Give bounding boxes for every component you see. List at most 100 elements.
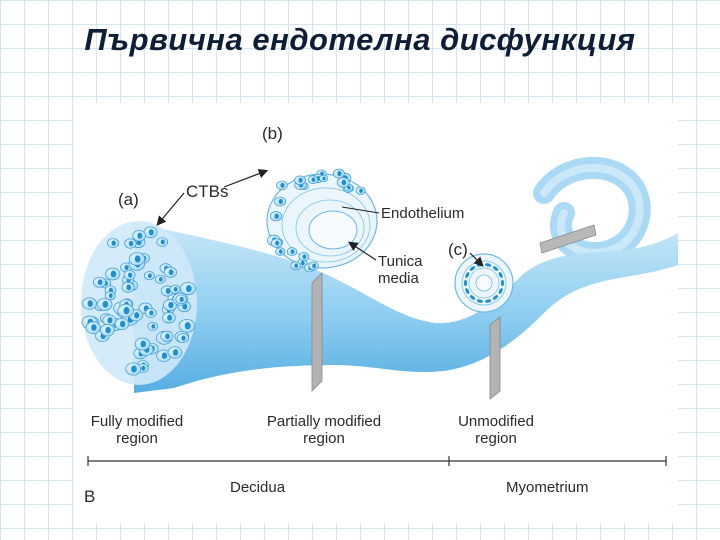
smooth-muscle-cell <box>469 295 476 300</box>
cell-nucleus <box>290 249 295 254</box>
cell-nucleus <box>278 198 283 205</box>
cell-nucleus <box>294 263 299 268</box>
panel-label-b: (b) <box>262 124 283 143</box>
region-fully-line1: Fully modified <box>90 413 184 430</box>
cell-nucleus <box>124 264 129 271</box>
cell-nucleus <box>185 285 192 293</box>
cell-nucleus <box>128 240 134 247</box>
endothelium-label: Endothelium <box>381 205 465 222</box>
region-unmodified-line1: Unmodified <box>458 413 534 430</box>
cell-nucleus <box>278 249 283 254</box>
cell-nucleus <box>97 279 103 286</box>
cell-nucleus <box>165 333 170 340</box>
cell-nucleus <box>312 263 316 269</box>
cell-nucleus <box>184 322 191 330</box>
cell-nucleus <box>311 177 316 182</box>
tunica-arrow <box>347 241 377 261</box>
cell-nucleus <box>337 170 342 177</box>
smooth-muscle-cell <box>484 263 492 267</box>
cell-nucleus <box>140 340 147 348</box>
axis-decidua: Decidua <box>230 479 286 496</box>
spiral-artery-body <box>134 223 678 393</box>
smooth-muscle-cell <box>498 288 503 294</box>
cell-nucleus <box>110 270 117 278</box>
region-label-unmodified: Unmodified region <box>446 413 546 447</box>
axis-panel-letter: B <box>84 487 96 506</box>
section-plane-unmodified <box>489 316 501 400</box>
cell-nucleus <box>161 352 168 359</box>
cell-nucleus <box>102 300 109 308</box>
cell-nucleus <box>167 314 173 321</box>
region-partially-line2: region <box>303 430 345 447</box>
vessel-diagram <box>81 157 678 466</box>
panel-label-c: (c) <box>448 240 468 259</box>
cell-nucleus <box>179 296 184 302</box>
cell-nucleus <box>105 326 111 334</box>
fully-modified-cell-mass <box>81 221 197 385</box>
region-label-fully-modified: Fully modified region <box>82 413 192 447</box>
cell-nucleus <box>160 239 165 245</box>
axis-myometrium: Myometrium <box>506 479 589 496</box>
cell-nucleus <box>126 284 132 291</box>
cell-nucleus <box>322 176 326 181</box>
region-fully-line2: region <box>116 430 158 447</box>
smooth-muscle-cell <box>465 288 470 294</box>
unmodified-cross-section <box>454 253 514 313</box>
cell-nucleus <box>158 276 163 282</box>
cell-nucleus <box>134 312 140 319</box>
region-partially-line1: Partially modified <box>266 413 382 430</box>
cell-nucleus <box>148 229 154 236</box>
cell-nucleus <box>181 335 186 341</box>
cell-nucleus <box>151 324 156 329</box>
cell-nucleus <box>119 320 126 328</box>
ctbs-arrow-to-b <box>223 169 269 188</box>
cell-nucleus <box>168 269 174 276</box>
cell-nucleus <box>300 260 305 266</box>
cell-nucleus <box>280 182 285 188</box>
cell-nucleus <box>141 365 146 371</box>
cell-nucleus <box>137 232 143 239</box>
cell-nucleus <box>127 272 133 278</box>
section-plane-coil <box>539 224 597 254</box>
cell-nucleus <box>298 177 303 183</box>
smooth-muscle-cell <box>476 299 484 303</box>
ctbs-arrow-to-a <box>156 192 185 226</box>
smooth-muscle-cell <box>469 266 476 271</box>
cell-nucleus <box>91 324 97 331</box>
ctbs-label: CTBs <box>186 182 229 201</box>
panel-label-a: (a) <box>118 190 139 209</box>
cell-nucleus <box>107 317 113 324</box>
cell-nucleus <box>108 293 113 298</box>
cell-nucleus <box>275 240 280 246</box>
region-axis <box>87 456 667 466</box>
partially-modified-cross-section <box>266 168 378 273</box>
cell-nucleus <box>149 310 154 316</box>
cell-nucleus <box>131 365 137 373</box>
slide-title: Първична ендотелна дисфункция <box>84 22 636 57</box>
section-plane-partial <box>311 272 323 392</box>
region-label-partially-modified: Partially modified region <box>254 413 394 447</box>
endothelium-leader <box>341 206 380 214</box>
smooth-muscle-cell <box>465 272 470 278</box>
smooth-muscle-cell <box>463 279 468 287</box>
cell-nucleus <box>172 349 179 356</box>
tunica-media-label: Tunica media <box>378 253 422 287</box>
cell-nucleus <box>173 286 178 292</box>
tunica-line1: Tunica <box>378 253 423 270</box>
c-arrow <box>469 252 484 267</box>
cell-nucleus <box>165 288 171 294</box>
cell-nucleus <box>274 213 279 219</box>
placenta-vessel-figure: (a) (b) (c) CTBs Endothelium Tunica medi… <box>74 103 678 523</box>
cell-nucleus <box>111 240 116 246</box>
cell-nucleus <box>87 300 93 307</box>
smooth-muscle-cell <box>492 295 499 300</box>
region-unmodified-line2: region <box>475 430 517 447</box>
cell-nucleus <box>147 273 152 279</box>
smooth-muscle-cell <box>498 272 503 278</box>
smooth-muscle-cell <box>484 299 492 303</box>
cell-nucleus <box>359 188 363 193</box>
smooth-muscle-cell <box>492 266 499 271</box>
tunica-line2: media <box>378 270 419 287</box>
smooth-muscle-cell <box>500 279 505 287</box>
cell-nucleus <box>347 185 351 190</box>
